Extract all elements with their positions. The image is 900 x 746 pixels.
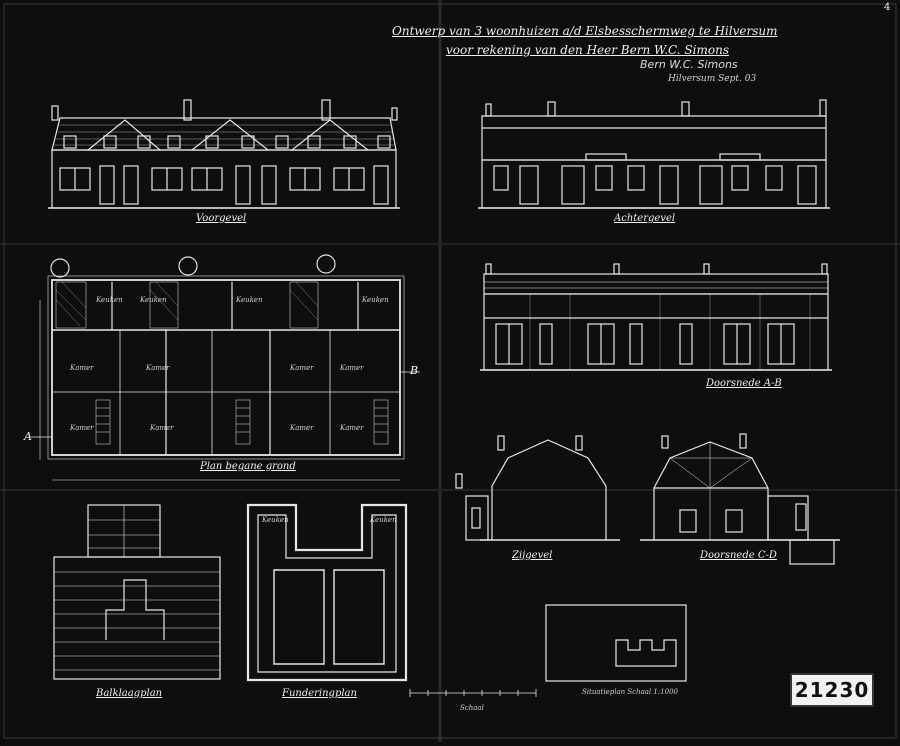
room-label-kamer: Kamer [290, 364, 314, 372]
front-elevation-drawing [48, 99, 400, 209]
caption-section-ab: Doorsnede A-B [706, 378, 782, 389]
side-elevation-drawing [455, 435, 620, 541]
room-label-keuken: Keuken [236, 296, 263, 304]
rear-elevation-drawing [478, 99, 830, 209]
title-line-2: voor rekening van den Heer Bern W.C. Sim… [446, 43, 729, 57]
section-ab-drawing [480, 263, 832, 371]
room-label-kamer: Kamer [70, 364, 94, 372]
beam-plan-drawing [53, 504, 221, 680]
caption-situation-plan: Situatieplan Schaal 1:1000 [582, 688, 679, 696]
archive-number-stamp: 21230 [790, 673, 874, 707]
caption-foundation-plan: Funderingplan [282, 688, 357, 699]
foundation-plan-drawing [246, 503, 408, 682]
room-label-kamer: Kamer [70, 424, 94, 432]
title-line-1: Ontwerp van 3 woonhuizen a/d Elsbesscher… [392, 24, 778, 38]
room-label-kamer: Kamer [340, 364, 364, 372]
room-label-keuken: Keuken [96, 296, 123, 304]
caption-ground-plan: Plan begane grond [200, 461, 296, 472]
ground-plan-drawing [30, 254, 420, 481]
room-label-kamer: Kamer [290, 424, 314, 432]
room-label-kamer: Kamer [340, 424, 364, 432]
situation-plan-drawing [545, 604, 687, 682]
page-number: 4 [884, 2, 891, 13]
caption-scale-bar: Schaal [460, 704, 484, 712]
room-label-kamer: Kamer [146, 364, 170, 372]
plan-axis-a: A [24, 430, 32, 443]
caption-rear-elevation: Achtergevel [614, 213, 676, 224]
plan-axis-b: B [410, 364, 419, 377]
room-label-keuken: Keuken [140, 296, 167, 304]
section-cd-drawing [640, 433, 840, 565]
caption-side-elevation: Zijgevel [512, 550, 553, 561]
caption-section-cd: Doorsnede C-D [700, 550, 777, 561]
caption-beam-plan: Balklaagplan [96, 688, 163, 699]
room-label-kamer: Kamer [150, 424, 174, 432]
scale-bar-drawing [409, 689, 537, 697]
caption-front-elevation: Voorgevel [196, 213, 247, 224]
room-label-keuken: Keuken [370, 516, 397, 524]
architect-signature: Bern W.C. Simons [640, 58, 738, 71]
room-label-keuken: Keuken [362, 296, 389, 304]
room-label-keuken: Keuken [262, 516, 289, 524]
signature-date: Hilversum Sept. 03 [668, 74, 757, 84]
